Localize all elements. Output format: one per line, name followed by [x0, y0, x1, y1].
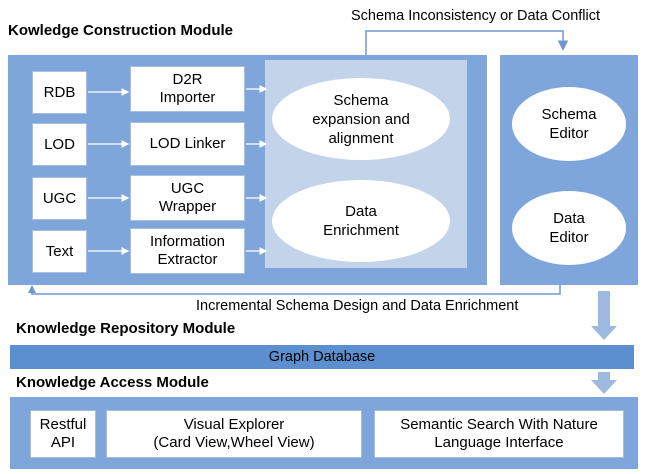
lod-linker: LOD Linker [130, 122, 245, 166]
incremental-design-connector [31, 285, 561, 295]
source-text: Text [32, 230, 87, 273]
d2r-importer: D2R Importer [130, 66, 245, 112]
source-rdb: RDB [32, 71, 87, 114]
incremental-arrowhead [28, 285, 36, 293]
schema-expansion-ellipse: Schema expansion and alignment [272, 78, 450, 160]
source-lod: LOD [32, 123, 87, 166]
source-ugc: UGC [32, 177, 87, 220]
data-editor-ellipse: Data Editor [512, 191, 626, 265]
semantic-search-box[interactable]: Semantic Search With Nature Language Int… [374, 410, 624, 458]
graph-database-bar: Graph Database [10, 345, 634, 369]
visual-explorer-box[interactable]: Visual Explorer (Card View,Wheel View) [106, 410, 362, 458]
editor-to-repository-arrow [591, 291, 617, 340]
restful-api-box[interactable]: Restful API [30, 410, 96, 458]
construction-module-title: Kowledge Construction Module [8, 22, 233, 39]
schema-conflict-label: Schema Inconsistency or Data Conflict [351, 8, 601, 24]
repository-to-access-arrow [591, 372, 617, 394]
repository-module-title: Knowledge Repository Module [16, 320, 236, 337]
ugc-wrapper: UGC Wrapper [130, 175, 245, 221]
schema-editor-ellipse: Schema Editor [512, 87, 626, 161]
access-module-title: Knowledge Access Module [16, 374, 209, 391]
data-enrichment-ellipse: Data Enrichment [272, 180, 450, 262]
incremental-design-label: Incremental Schema Design and Data Enric… [196, 298, 519, 314]
schema-conflict-connector [365, 30, 569, 55]
information-extractor: Information Extractor [130, 228, 245, 274]
